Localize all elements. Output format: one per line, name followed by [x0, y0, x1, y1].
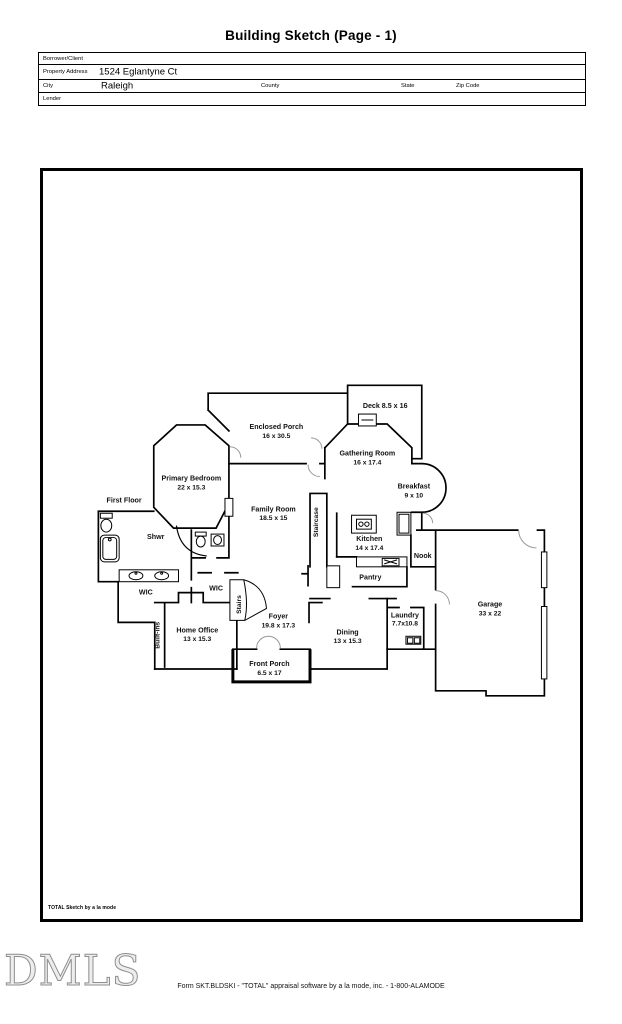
front-door-right-arc: [268, 635, 281, 649]
sketch-watermark: TOTAL Sketch by a la mode: [48, 905, 117, 911]
pantry-counter: [356, 556, 408, 568]
room-dims-garage: 33 x 22: [479, 610, 502, 617]
hall-closet: [326, 565, 341, 589]
small-bath-walls: [190, 502, 230, 559]
label-pantry: Pantry: [359, 574, 381, 582]
room-label-kitchen: Kitchen: [356, 535, 382, 543]
room-dims-front-porch: 6.5 x 17: [257, 670, 282, 677]
bottom-exterior-walls: [153, 648, 437, 670]
deck-walls: [346, 384, 423, 460]
laundry-walls: [386, 597, 425, 651]
room-label-garage: Garage: [478, 600, 503, 608]
fixtures: [99, 413, 548, 680]
room-label-foyer: Foyer: [269, 612, 289, 620]
room-label-breakfast: Breakfast: [398, 482, 431, 490]
primary-bedroom-walls: [152, 424, 230, 529]
header-form-table: Borrower/Client Property Address 1524 Eg…: [38, 52, 586, 106]
front-door-left-arc: [256, 635, 269, 649]
nook-walls: [410, 534, 437, 568]
porch-gathering-door-arc: [310, 437, 323, 449]
room-label-laundry: Laundry: [391, 611, 419, 619]
room-dims-primary-bedroom: 22 x 15.3: [177, 484, 205, 491]
sink-small-bath: [210, 533, 225, 547]
page-title: Building Sketch (Page - 1): [225, 28, 397, 43]
room-dims-foyer: 19.8 x 17.3: [262, 622, 296, 629]
label-staircase: Staircase: [313, 507, 320, 537]
property-address-label: Property Address: [43, 69, 88, 75]
label-stairs: Stairs: [236, 595, 243, 614]
room-label-gathering: Gathering Room: [340, 450, 396, 458]
garage-window-upper: [540, 551, 548, 589]
row-property-address: Property Address 1524 Eglantyne Ct: [39, 65, 585, 80]
kitchen-island: [351, 514, 377, 534]
row-city-state: City Raleigh County State Zip Code: [39, 80, 585, 93]
label-nook: Nook: [414, 552, 432, 560]
room-dims-laundry: 7.7x10.8: [392, 620, 418, 627]
breakfast-bay-walls: [411, 462, 447, 531]
room-label-front-porch: Front Porch: [249, 660, 289, 668]
label-wic-right: WIC: [209, 585, 223, 593]
porch-family-door-arc: [307, 464, 320, 478]
label-first-floor: First Floor: [107, 496, 142, 504]
room-labels: Enclosed Porch 16 x 30.5 Deck 8.5 x 16 G…: [107, 402, 503, 677]
room-label-deck: Deck 8.5 x 16: [363, 402, 408, 410]
toilet-small-bath: [194, 531, 207, 548]
room-dims-enclosed-porch: 16 x 30.5: [262, 433, 290, 440]
laundry-garage-door-arc: [435, 590, 450, 605]
toilet-primary-bath: [99, 512, 113, 533]
label-built-ins: Built-ins: [155, 622, 162, 649]
family-room-fireplace: [224, 497, 234, 517]
row-lender: Lender: [39, 93, 585, 105]
left-exterior-walls: [97, 510, 156, 670]
garage-window-lower: [540, 606, 548, 680]
label-shwr: Shwr: [147, 533, 165, 541]
refrigerator: [396, 511, 412, 536]
city-label: City: [43, 83, 53, 89]
footer-form-line: Form SKT.BLDSKI - "TOTAL" appraisal soft…: [177, 983, 445, 990]
breakfast-hall-door-arc: [422, 512, 434, 524]
room-dims-home-office: 13 x 15.3: [183, 636, 211, 643]
zip-code-label: Zip Code: [456, 83, 480, 89]
room-dims-dining: 13 x 15.3: [334, 638, 362, 645]
staircase-walls: [309, 492, 338, 568]
kitchen-pantry-walls: [335, 556, 408, 588]
floorplan-walls: [97, 384, 546, 697]
room-dims-kitchen: 14 x 17.4: [355, 545, 383, 552]
room-label-home-office: Home Office: [176, 626, 218, 634]
enclosed-porch-walls: [206, 392, 349, 433]
floorplan-sketch-frame: Enclosed Porch 16 x 30.5 Deck 8.5 x 16 G…: [40, 168, 583, 922]
county-label: County: [261, 83, 280, 89]
stairs-fan: [229, 579, 268, 621]
garage-entry-door-arc: [518, 530, 537, 549]
double-vanity: [118, 569, 179, 583]
family-room-top-wall: [228, 446, 326, 480]
floorplan-drawing: Enclosed Porch 16 x 30.5 Deck 8.5 x 16 G…: [97, 384, 548, 697]
deck-grill: [357, 413, 377, 427]
label-wic-left: WIC: [139, 589, 153, 597]
room-dims-gathering: 16 x 17.4: [353, 460, 381, 467]
city-value: Raleigh: [101, 80, 134, 92]
gathering-room-walls: [323, 423, 413, 465]
property-address-value: 1524 Eglantyne Ct: [99, 66, 178, 78]
front-porch-walls: [231, 649, 312, 684]
room-label-enclosed-porch: Enclosed Porch: [250, 423, 304, 431]
bedroom-porch-door-arc: [229, 446, 242, 458]
door-arcs: [229, 437, 537, 649]
lender-label: Lender: [43, 96, 62, 102]
shower-wall: [175, 525, 207, 557]
wic-walls: [190, 557, 239, 604]
room-label-family: Family Room: [251, 505, 296, 513]
dmls-logo: DMLS: [3, 946, 142, 995]
room-label-dining: Dining: [337, 628, 359, 636]
borrower-label: Borrower/Client: [43, 55, 83, 62]
room-label-primary-bedroom: Primary Bedroom: [161, 475, 221, 483]
room-dims-breakfast: 9 x 10: [405, 492, 424, 499]
foyer-wall-stubs: [301, 564, 323, 624]
room-dims-family: 18.5 x 15: [259, 515, 287, 522]
laundry-appliances: [405, 635, 422, 645]
state-label: State: [401, 83, 415, 89]
row-borrower: Borrower/Client: [39, 53, 585, 65]
bathtub: [99, 534, 120, 563]
